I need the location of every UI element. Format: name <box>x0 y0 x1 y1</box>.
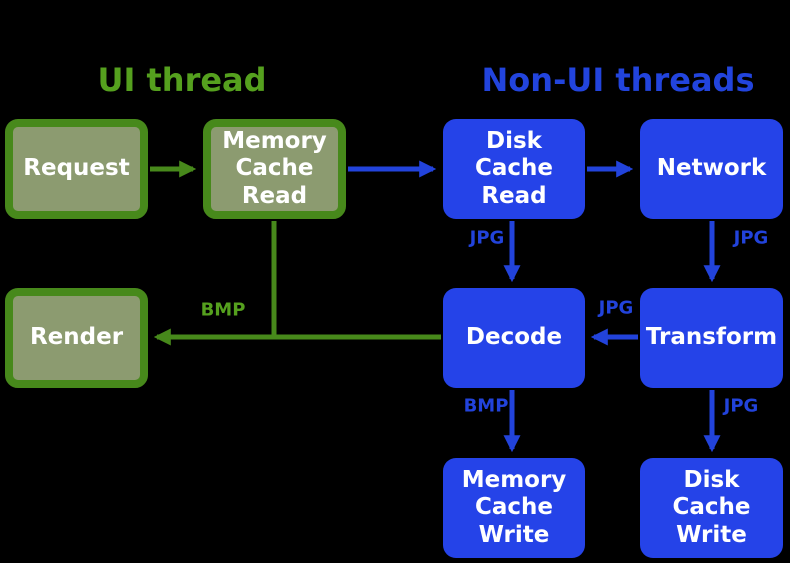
edge-label-bmp-decode-to-render: BMP <box>200 299 246 321</box>
edge-label-jpg-disk-cache-read-to-decode: JPG <box>469 227 505 249</box>
node-render: Render <box>5 288 148 388</box>
node-memory-cache-read: Memory Cache Read <box>203 119 346 219</box>
node-decode: Decode <box>443 288 585 388</box>
non-ui-threads-title: Non-UI threads <box>481 61 755 99</box>
edge-label-jpg-network-to-transform: JPG <box>733 227 769 249</box>
node-request-label: Request <box>23 155 130 182</box>
node-memory-cache-write: Memory Cache Write <box>443 458 585 558</box>
node-disk-cache-write: Disk Cache Write <box>640 458 783 558</box>
node-disk-cache-read-label: Disk Cache Read <box>474 128 553 209</box>
node-network-label: Network <box>656 155 767 182</box>
node-disk-cache-read: Disk Cache Read <box>443 119 585 219</box>
node-render-label: Render <box>29 324 124 351</box>
node-memory-cache-read-label: Memory Cache Read <box>222 128 327 209</box>
node-transform-label: Transform <box>645 324 778 351</box>
node-disk-cache-write-label: Disk Cache Write <box>672 467 751 548</box>
ui-thread-title: UI thread <box>97 61 267 99</box>
node-decode-label: Decode <box>465 324 563 351</box>
edge-label-jpg-transform-to-decode: JPG <box>598 297 634 319</box>
node-memory-cache-write-label: Memory Cache Write <box>461 467 567 548</box>
edge-label-bmp-decode-to-memory-cache-write: BMP <box>463 395 509 417</box>
node-request: Request <box>5 119 148 219</box>
node-transform: Transform <box>640 288 783 388</box>
edge-label-jpg-transform-to-disk-cache-write: JPG <box>723 395 759 417</box>
node-network: Network <box>640 119 783 219</box>
